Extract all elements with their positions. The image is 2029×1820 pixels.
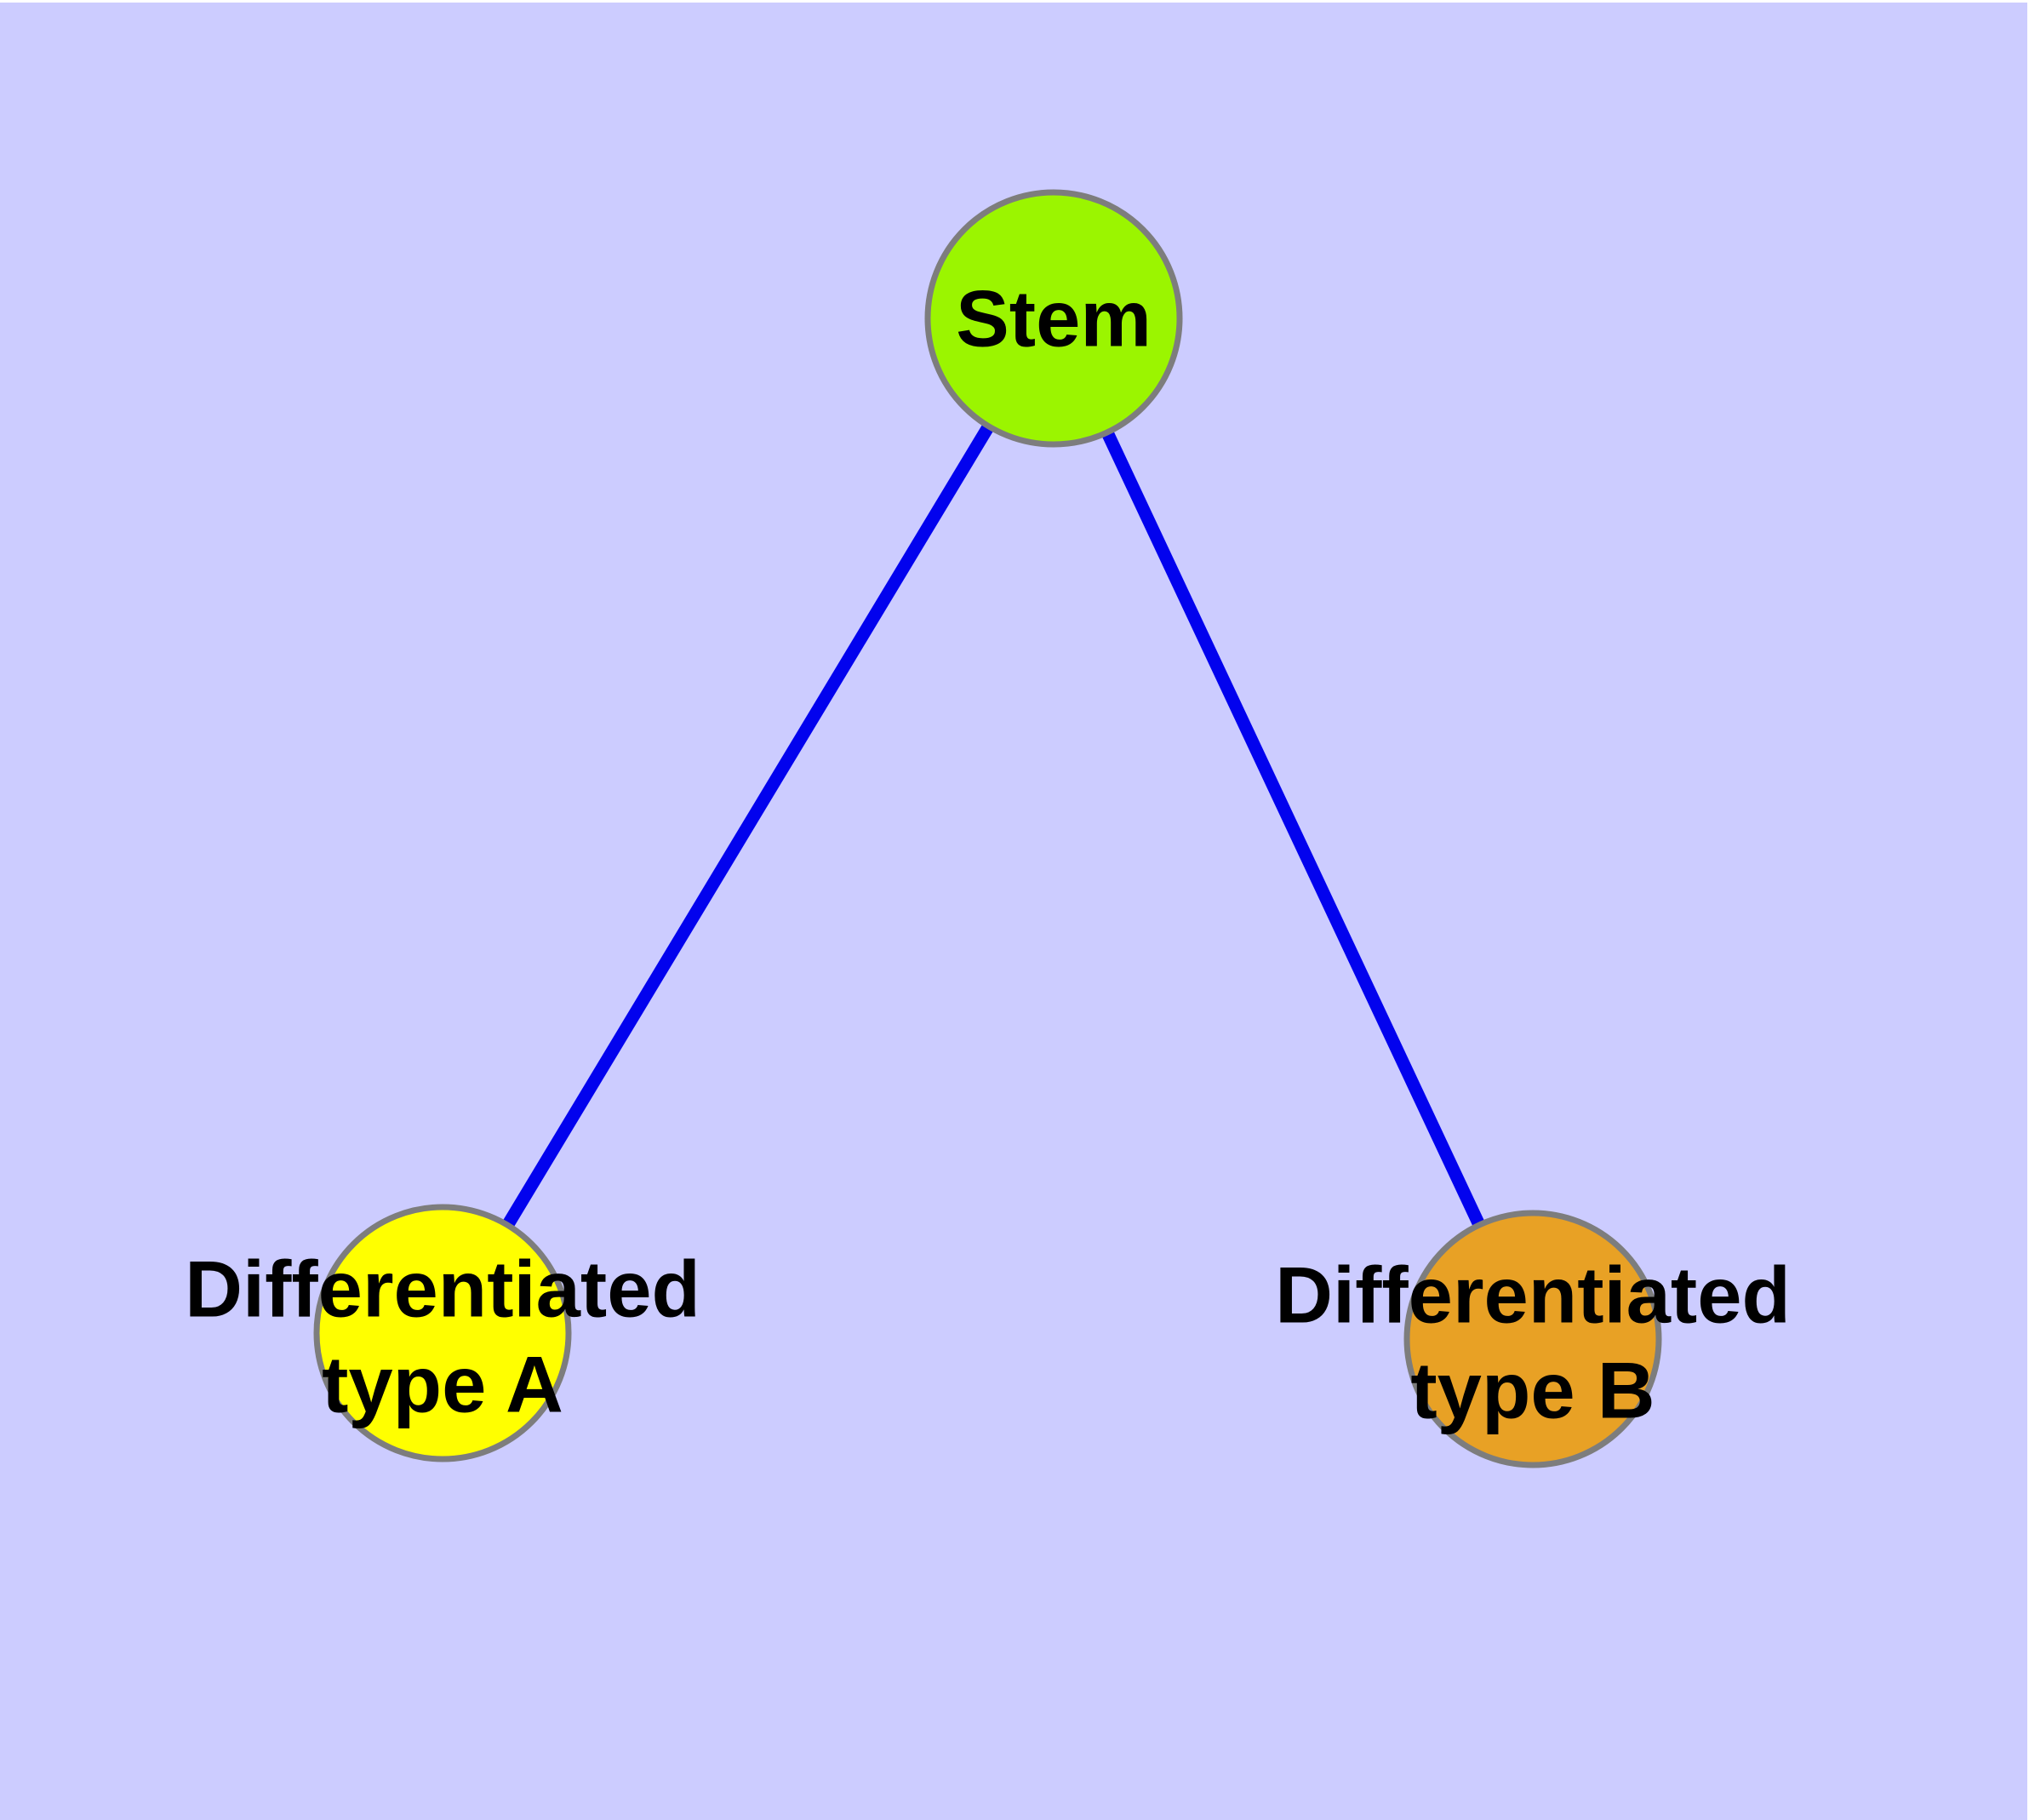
node-differentiated-type-b-circle [1403, 1210, 1662, 1468]
edge-stem-to-type-a [437, 315, 1060, 1336]
node-differentiated-type-a-label-line-2: type A [322, 1340, 563, 1429]
node-differentiated-type-b-label-line-1: Differentiated [1275, 1251, 1791, 1340]
node-differentiated-type-b-label-line-2: type B [1410, 1346, 1655, 1435]
node-stem-label: Stem [956, 274, 1152, 363]
node-differentiated-type-a-circle [313, 1204, 572, 1462]
node-stem-circle [924, 189, 1183, 448]
edge-stem-to-type-b [1048, 315, 1539, 1342]
node-differentiated-type-a-label-line-1: Differentiated [185, 1245, 700, 1334]
